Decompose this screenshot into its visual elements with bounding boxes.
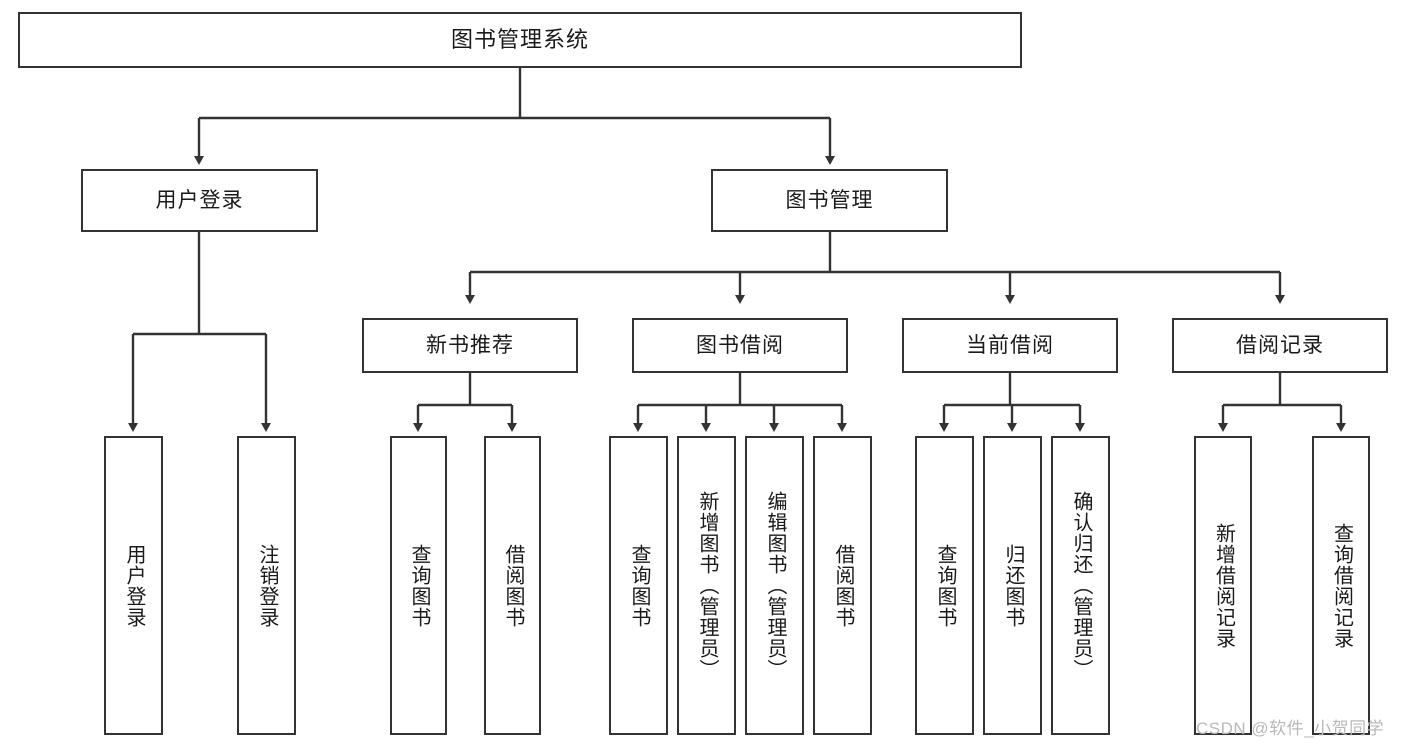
node-leaf-query-book-rec[interactable]: 查询图书: [390, 436, 447, 735]
node-leaf-query-book-current-label: 查询图书: [934, 543, 956, 628]
node-leaf-borrow-book-rec-label: 借阅图书: [502, 543, 524, 628]
node-user-login-label: 用户登录: [155, 188, 244, 212]
node-leaf-confirm-return-label: 确认归还（管理员）: [1070, 491, 1092, 680]
node-new-book-rec-label: 新书推荐: [426, 333, 514, 357]
node-leaf-add-book-label: 新增图书（管理员）: [696, 491, 718, 680]
node-leaf-logout-label: 注销登录: [256, 543, 278, 628]
node-book-manage[interactable]: 图书管理: [711, 169, 948, 232]
node-leaf-borrow-book[interactable]: 借阅图书: [813, 436, 872, 735]
node-leaf-borrow-book-label: 借阅图书: [832, 543, 854, 628]
node-leaf-return-book-label: 归还图书: [1002, 543, 1024, 628]
node-leaf-confirm-return[interactable]: 确认归还（管理员）: [1051, 436, 1110, 735]
node-user-login[interactable]: 用户登录: [81, 169, 318, 232]
node-leaf-edit-book[interactable]: 编辑图书（管理员）: [745, 436, 804, 735]
node-leaf-add-borrow-record[interactable]: 新增借阅记录: [1194, 436, 1252, 735]
node-leaf-borrow-book-rec[interactable]: 借阅图书: [484, 436, 541, 735]
node-leaf-query-book-borrow[interactable]: 查询图书: [609, 436, 668, 735]
node-current-borrow[interactable]: 当前借阅: [902, 318, 1118, 373]
node-leaf-query-borrow-record-label: 查询借阅记录: [1330, 522, 1353, 649]
node-borrow-record[interactable]: 借阅记录: [1172, 318, 1388, 373]
node-book-manage-label: 图书管理: [785, 188, 874, 212]
node-leaf-add-book[interactable]: 新增图书（管理员）: [677, 436, 736, 735]
node-borrow-record-label: 借阅记录: [1236, 333, 1324, 357]
node-leaf-query-book-borrow-label: 查询图书: [628, 543, 650, 628]
node-book-borrow-label: 图书借阅: [696, 333, 784, 357]
node-leaf-user-login-label: 用户登录: [123, 543, 145, 628]
node-leaf-query-borrow-record[interactable]: 查询借阅记录: [1312, 436, 1370, 735]
node-new-book-rec[interactable]: 新书推荐: [362, 318, 578, 373]
node-leaf-edit-book-label: 编辑图书（管理员）: [764, 491, 786, 680]
node-leaf-user-login[interactable]: 用户登录: [104, 436, 163, 735]
node-leaf-query-book-current[interactable]: 查询图书: [915, 436, 974, 735]
node-leaf-add-borrow-record-label: 新增借阅记录: [1212, 522, 1235, 649]
node-root[interactable]: 图书管理系统: [18, 12, 1022, 68]
node-book-borrow[interactable]: 图书借阅: [632, 318, 848, 373]
node-leaf-return-book[interactable]: 归还图书: [983, 436, 1042, 735]
node-root-label: 图书管理系统: [450, 26, 589, 52]
node-leaf-query-book-rec-label: 查询图书: [408, 543, 430, 628]
node-current-borrow-label: 当前借阅: [966, 333, 1054, 357]
node-leaf-logout[interactable]: 注销登录: [237, 436, 296, 735]
